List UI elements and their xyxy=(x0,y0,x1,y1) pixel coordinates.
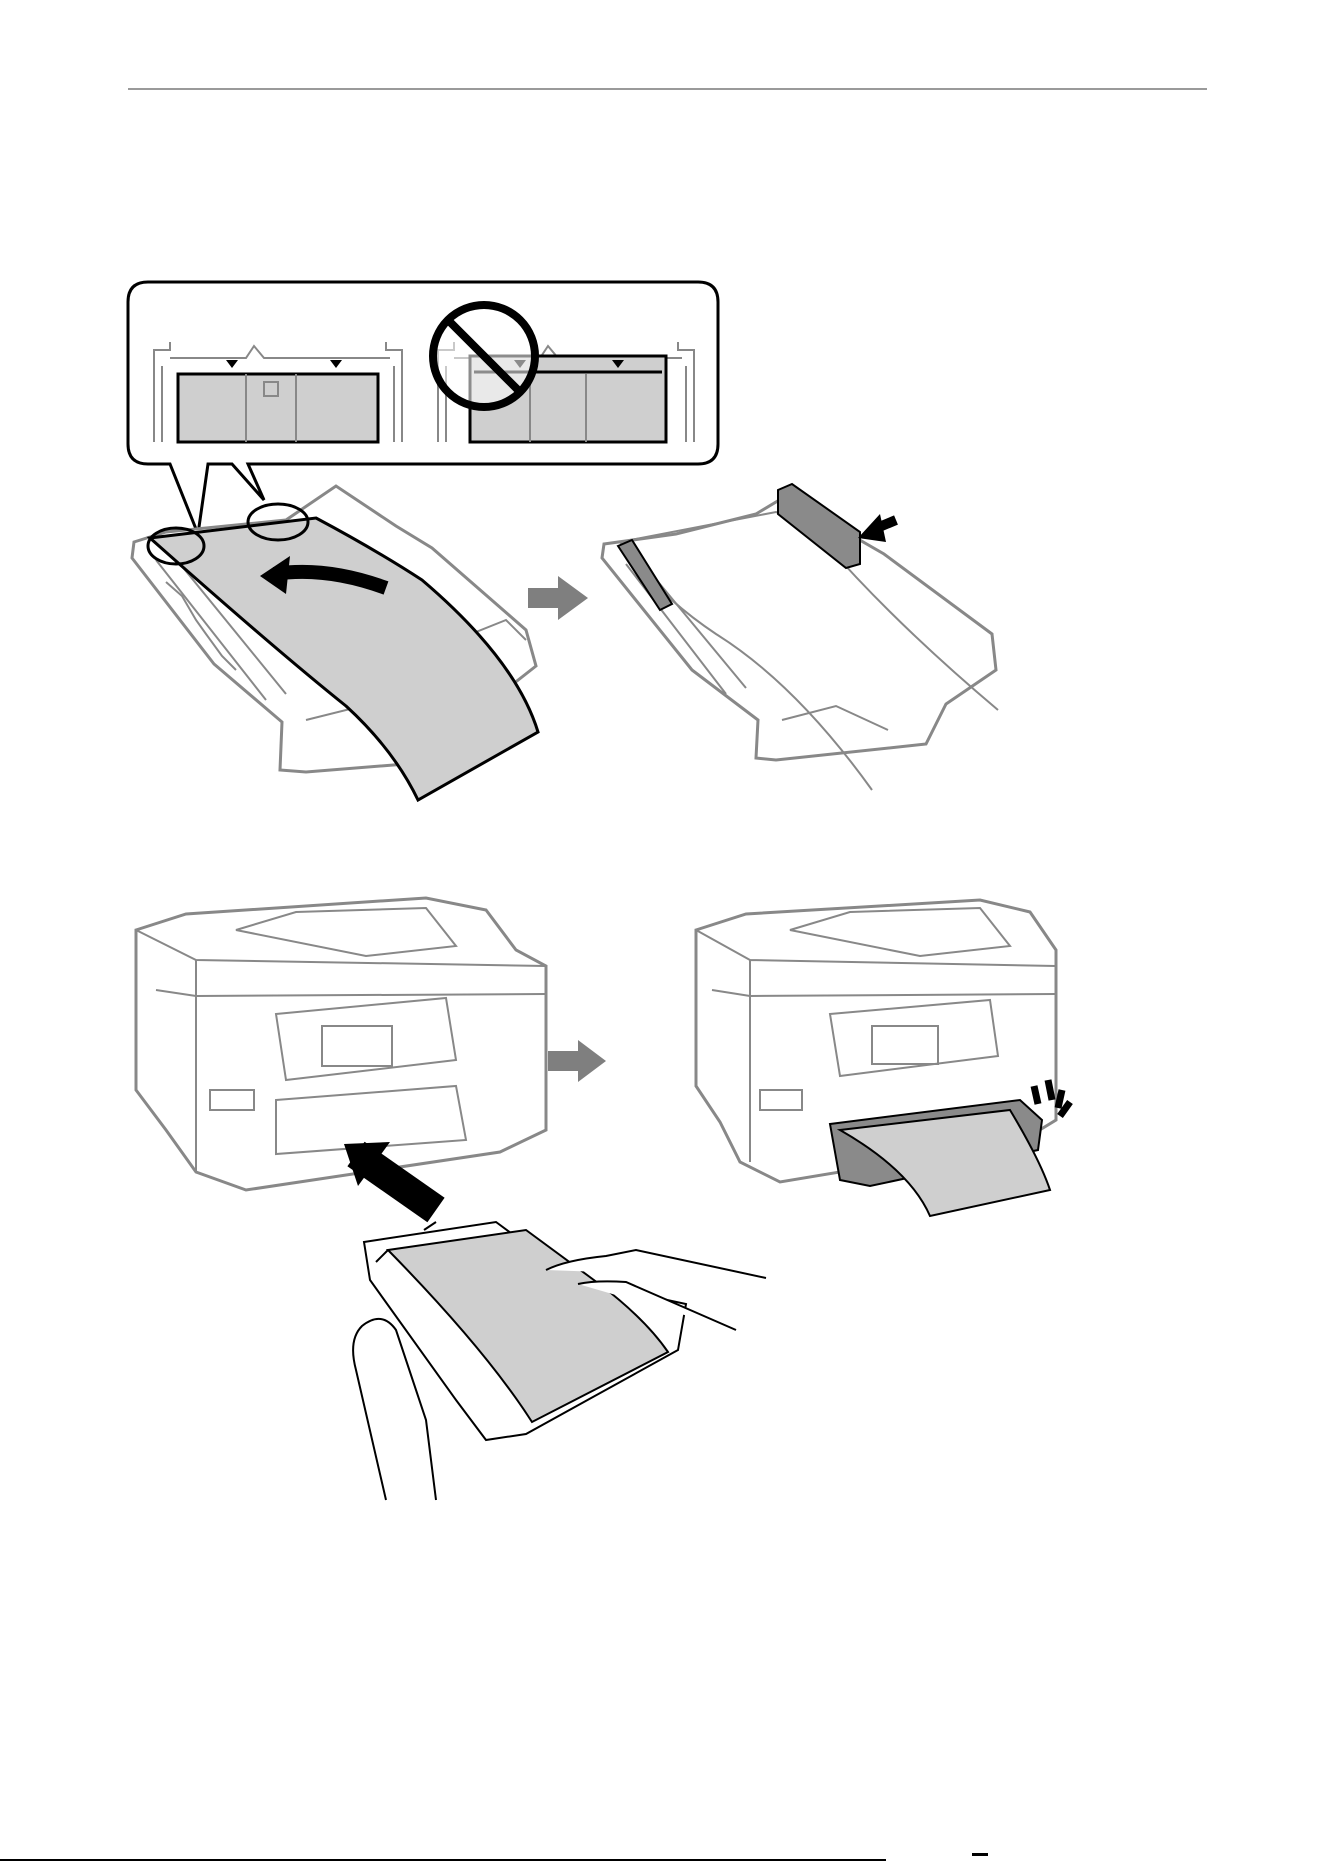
arrow-right-icon xyxy=(548,1040,606,1082)
prohibited-icon xyxy=(428,300,540,412)
tray-with-paper-illustration xyxy=(126,470,556,810)
footer-mark xyxy=(972,1853,988,1856)
correct-alignment-panel xyxy=(146,342,416,442)
arrow-right-icon xyxy=(528,576,588,620)
footer-rule xyxy=(0,1859,886,1861)
tray-edge-guides-illustration xyxy=(596,484,1006,794)
printer-cassette-inserted-illustration xyxy=(690,890,1080,1220)
printer-insert-cassette-illustration xyxy=(126,890,766,1500)
